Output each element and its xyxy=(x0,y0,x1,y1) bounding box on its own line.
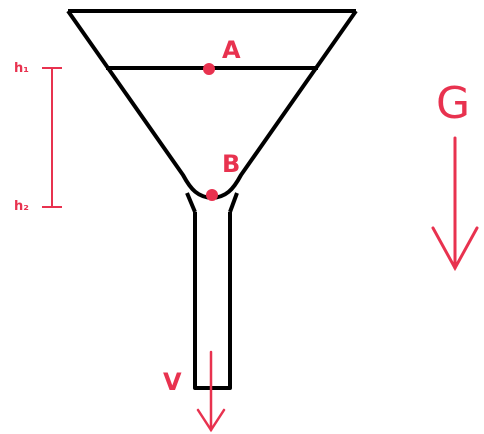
gravity-label: G xyxy=(436,78,470,129)
height-2-label: h₂ xyxy=(14,199,29,214)
funnel-cone xyxy=(66,9,358,200)
point-a-label: A xyxy=(222,36,241,64)
height-1-label: h₁ xyxy=(14,61,29,76)
velocity-arrow xyxy=(196,350,226,433)
funnel-stem xyxy=(193,212,232,390)
velocity-label: V xyxy=(163,368,182,396)
point-b-marker xyxy=(206,189,218,201)
funnel-neck-left xyxy=(185,192,197,213)
point-b-label: B xyxy=(222,150,240,178)
gravity-arrow xyxy=(431,136,479,272)
point-a-marker xyxy=(203,63,215,75)
height-bracket xyxy=(42,67,62,208)
funnel-neck-right xyxy=(228,192,239,213)
